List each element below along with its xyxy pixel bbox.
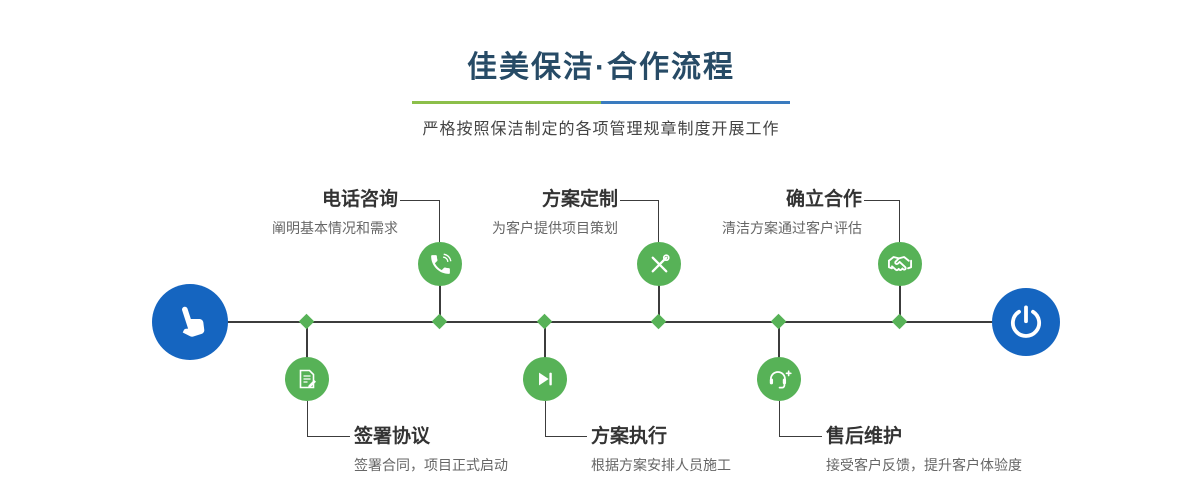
step-title: 确立合作 <box>785 189 862 210</box>
connector-elbow <box>545 401 587 437</box>
connector-stem <box>899 284 901 322</box>
connector-elbow <box>400 200 440 242</box>
connector-elbow <box>307 401 350 437</box>
timeline-line <box>190 321 1028 323</box>
connector-stem <box>544 322 546 358</box>
step-node-contract <box>285 357 329 401</box>
design-tools-icon <box>651 253 670 272</box>
phone-icon <box>430 253 451 274</box>
end-node <box>992 288 1060 356</box>
step-plan-customize: 方案定制 为客户提供项目策划 <box>456 188 618 237</box>
connector-elbow <box>620 200 659 242</box>
step-desc: 接受客户反馈，提升客户体验度 <box>826 457 1022 473</box>
step-title: 签署协议 <box>354 426 431 447</box>
header: 佳美保洁·合作流程 严格按照保洁制定的各项管理规章制度开展工作 <box>0 0 1202 139</box>
step-after-sales: 售后维护 接受客户反馈，提升客户体验度 <box>826 425 1022 474</box>
contract-icon <box>299 369 316 389</box>
power-icon <box>1011 305 1041 338</box>
step-desc: 阐明基本情况和需求 <box>272 220 398 236</box>
connector-stem <box>306 322 308 358</box>
timeline-node-diamond <box>431 313 448 330</box>
step-node-execute <box>523 357 567 401</box>
play-next-icon <box>539 372 552 386</box>
headset-add-icon <box>769 370 792 389</box>
page-subtitle: 严格按照保洁制定的各项管理规章制度开展工作 <box>422 121 780 138</box>
step-plan-execute: 方案执行 根据方案安排人员施工 <box>591 425 731 474</box>
connector-stem <box>439 284 441 322</box>
step-title: 电话咨询 <box>321 189 398 210</box>
step-node-phone <box>418 242 462 286</box>
timeline-node-diamond <box>891 313 908 330</box>
step-desc: 根据方案安排人员施工 <box>591 457 731 473</box>
connector-elbow <box>779 401 822 437</box>
timeline-node-diamond <box>650 313 667 330</box>
timeline-node-diamond <box>770 313 787 330</box>
start-node <box>152 284 228 360</box>
page-title: 佳美保洁·合作流程 <box>467 51 735 84</box>
step-desc: 清洁方案通过客户评估 <box>722 220 862 236</box>
step-establish-cooperation: 确立合作 清洁方案通过客户评估 <box>700 188 862 237</box>
step-desc: 签署合同，项目正式启动 <box>354 457 508 473</box>
step-title: 方案定制 <box>541 189 618 210</box>
step-node-cooperation <box>878 242 922 286</box>
pointer-hand-icon <box>182 306 205 337</box>
step-node-support <box>757 357 801 401</box>
step-title: 方案执行 <box>591 426 668 447</box>
connector-stem <box>778 322 780 358</box>
divider-green-segment <box>412 101 601 104</box>
title-divider <box>412 101 790 104</box>
step-phone-consult: 电话咨询 阐明基本情况和需求 <box>236 188 398 237</box>
timeline-node-diamond <box>298 313 315 330</box>
step-title: 售后维护 <box>826 426 903 447</box>
handshake-icon <box>887 256 913 272</box>
timeline-node-diamond <box>536 313 553 330</box>
connector-stem <box>658 284 660 322</box>
step-node-design <box>637 242 681 286</box>
connector-elbow <box>864 200 900 242</box>
step-sign-agreement: 签署协议 签署合同，项目正式启动 <box>354 425 508 474</box>
divider-blue-segment <box>601 101 790 104</box>
step-desc: 为客户提供项目策划 <box>492 220 618 236</box>
